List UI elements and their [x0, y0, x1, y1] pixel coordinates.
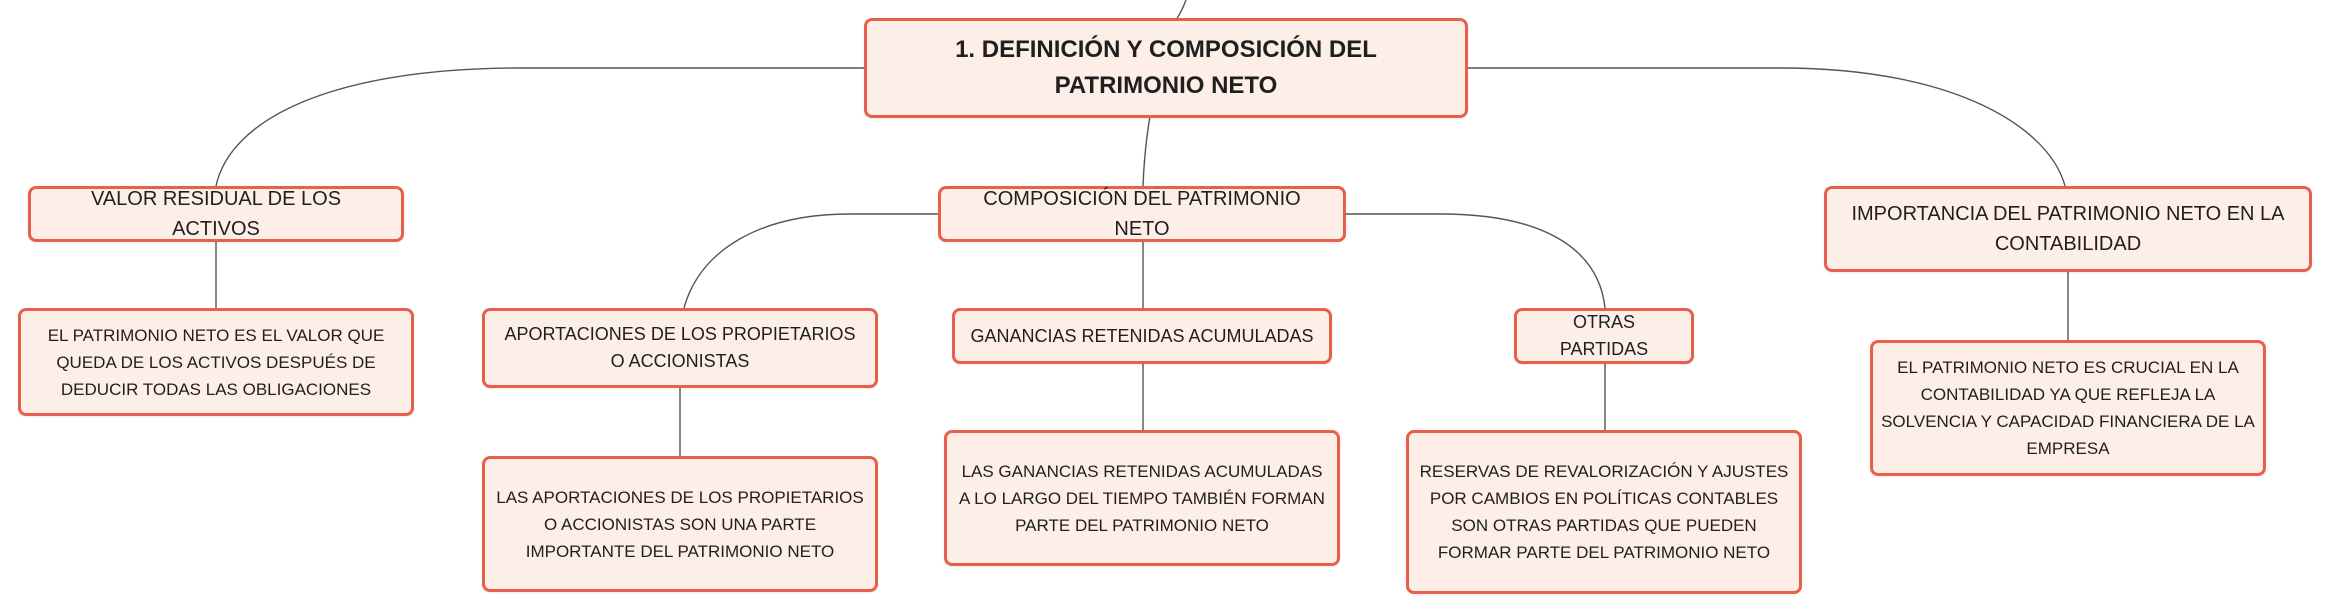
- subtopic-ganancias[interactable]: GANANCIAS RETENIDAS ACUMULADAS: [952, 308, 1332, 364]
- detail-otras-partidas[interactable]: RESERVAS DE REVALORIZACIÓN Y AJUSTES POR…: [1406, 430, 1802, 594]
- detail-valor-residual-text: EL PATRIMONIO NETO ES EL VALOR QUE QUEDA…: [47, 325, 385, 399]
- subtopic-ganancias-label: GANANCIAS RETENIDAS ACUMULADAS: [970, 325, 1314, 346]
- topic-composicion-label: COMPOSICIÓN DEL PATRIMONIO NETO: [983, 188, 1301, 240]
- connector-root-importancia: [1466, 67, 2066, 187]
- root-topic[interactable]: 1. DEFINICIÓN Y COMPOSICIÓN DEL PATRIMON…: [864, 18, 1468, 118]
- detail-ganancias[interactable]: LAS GANANCIAS RETENIDAS ACUMULADAS A LO …: [944, 430, 1340, 566]
- connector-root-valor: [215, 67, 866, 187]
- connector-root-composicion: [1142, 115, 1151, 187]
- topic-valor-residual[interactable]: VALOR RESIDUAL DE LOS ACTIVOS: [28, 186, 404, 242]
- detail-otras-partidas-text: RESERVAS DE REVALORIZACIÓN Y AJUSTES POR…: [1419, 462, 1789, 562]
- topic-importancia-label: IMPORTANCIA DEL PATRIMONIO NETO EN LA CO…: [1851, 203, 2285, 255]
- topic-importancia[interactable]: IMPORTANCIA DEL PATRIMONIO NETO EN LA CO…: [1824, 186, 2312, 272]
- subtopic-otras-partidas-label: OTRAS PARTIDAS: [1559, 312, 1649, 359]
- subtopic-otras-partidas[interactable]: OTRAS PARTIDAS: [1514, 308, 1694, 364]
- topic-composicion[interactable]: COMPOSICIÓN DEL PATRIMONIO NETO: [938, 186, 1346, 242]
- connector-composicion-aportaciones: [683, 213, 938, 309]
- detail-aportaciones[interactable]: LAS APORTACIONES DE LOS PROPIETARIOS O A…: [482, 456, 878, 592]
- connector-composicion-otras: [1346, 213, 1606, 309]
- detail-valor-residual[interactable]: EL PATRIMONIO NETO ES EL VALOR QUE QUEDA…: [18, 308, 414, 416]
- detail-aportaciones-text: LAS APORTACIONES DE LOS PROPIETARIOS O A…: [496, 487, 864, 561]
- detail-importancia-text: EL PATRIMONIO NETO ES CRUCIAL EN LA CONT…: [1881, 358, 2255, 458]
- topic-valor-residual-label: VALOR RESIDUAL DE LOS ACTIVOS: [90, 188, 342, 240]
- subtopic-aportaciones[interactable]: APORTACIONES DE LOS PROPIETARIOS O ACCIO…: [482, 308, 878, 388]
- detail-importancia[interactable]: EL PATRIMONIO NETO ES CRUCIAL EN LA CONT…: [1870, 340, 2266, 476]
- root-topic-label: 1. DEFINICIÓN Y COMPOSICIÓN DEL PATRIMON…: [955, 36, 1377, 99]
- subtopic-aportaciones-label: APORTACIONES DE LOS PROPIETARIOS O ACCIO…: [504, 324, 856, 371]
- detail-ganancias-text: LAS GANANCIAS RETENIDAS ACUMULADAS A LO …: [959, 461, 1325, 535]
- connector-root-parent: [1175, 0, 1187, 21]
